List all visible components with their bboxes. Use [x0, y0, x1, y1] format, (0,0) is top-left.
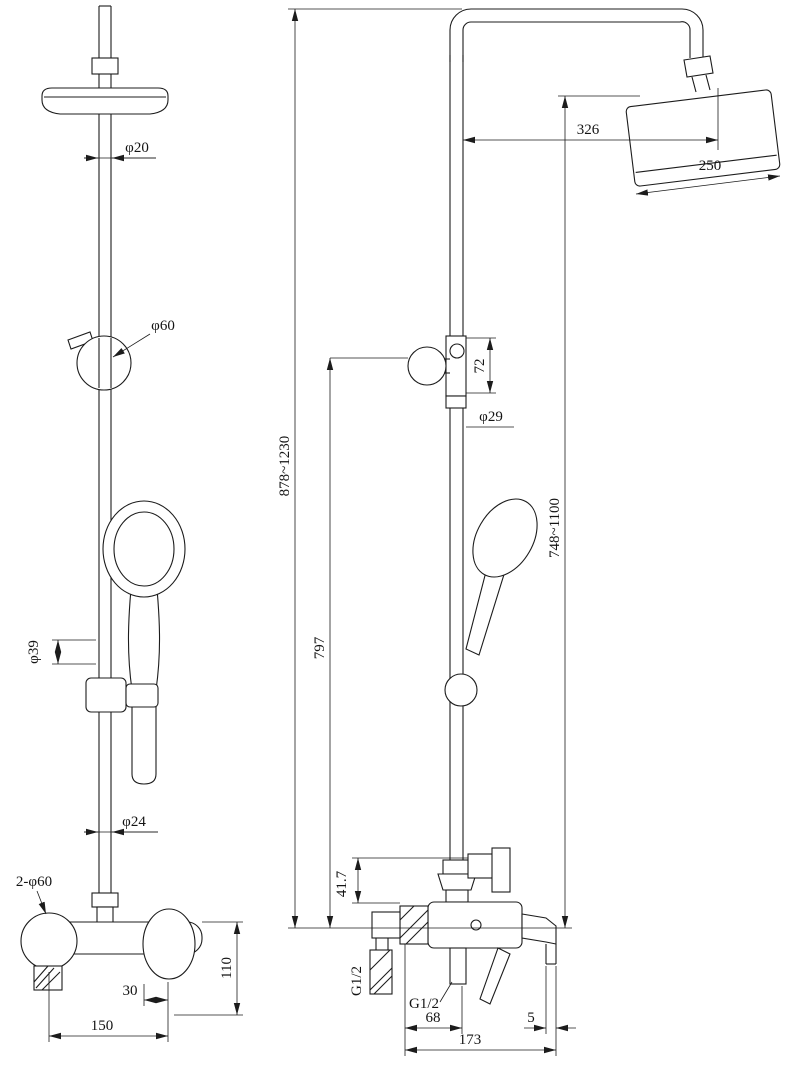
- dim-label-g12-bottom: G1/2: [409, 996, 439, 1012]
- lower-inlet: [369, 938, 393, 995]
- front-arm-nut: [91, 57, 119, 75]
- dim-label-110: 110: [219, 957, 235, 979]
- front-riser-pipe: [98, 5, 112, 893]
- wall-inlet-stub: [371, 911, 401, 939]
- mixer-spout-side: [521, 913, 557, 965]
- dim-label-2phi60: 2-φ60: [16, 874, 52, 890]
- side-riser-pipe: [449, 8, 704, 862]
- dim-label-878-1230: 878~1230: [277, 436, 293, 497]
- front-hand-shower: [102, 500, 186, 785]
- wall-inlet-nut: [399, 905, 429, 945]
- dim-label-250: 250: [699, 158, 722, 174]
- hand-shower-handle-front: [127, 559, 161, 785]
- dim-label-797: 797: [312, 636, 328, 659]
- hand-shower-head-front: [102, 500, 186, 598]
- mixer-spout-front: [33, 965, 63, 991]
- diverter-body-front: [76, 335, 132, 391]
- dim-label-173: 173: [459, 1032, 482, 1048]
- dim-label-phi29: φ29: [479, 409, 503, 425]
- dim-label-30: 30: [123, 983, 138, 999]
- front-slider-bracket: [85, 677, 159, 713]
- side-hand-shower: [444, 498, 538, 707]
- dim-label-phi39: φ39: [26, 640, 42, 664]
- diverter-knob-side: [407, 346, 447, 386]
- dim-label-g12-wall: G1/2: [349, 966, 365, 996]
- dim-label-748-1100: 748~1100: [547, 498, 563, 558]
- front-mixer: [20, 892, 203, 991]
- front-dimensions: φ20 φ60 φ39 φ24 2-φ60 110 30: [16, 140, 243, 1042]
- dim-label-phi60: φ60: [151, 318, 175, 334]
- side-view: 326 250 72 φ29 878~1230 797 748~1100: [277, 8, 781, 1056]
- dim-label-phi24: φ24: [122, 814, 146, 830]
- mixer-inlet-nut-front: [91, 892, 119, 908]
- front-view: φ20 φ60 φ39 φ24 2-φ60 110 30: [16, 5, 243, 1042]
- wall-flange-front: [20, 912, 78, 970]
- mixer-outlet-stub: [449, 947, 467, 985]
- side-diverter: [407, 335, 467, 409]
- dim-label-5: 5: [527, 1010, 535, 1026]
- side-mixer: [369, 847, 557, 1005]
- wall-bracket-side: [467, 853, 497, 879]
- front-overhead-shower: [41, 87, 169, 115]
- dim-label-326: 326: [577, 122, 600, 138]
- side-dimensions: 326 250 72 φ29 878~1230 797 748~1100: [277, 8, 781, 1056]
- mixer-handle-front: [142, 908, 196, 980]
- front-diverter: [67, 331, 132, 391]
- dim-label-phi20: φ20: [125, 140, 149, 156]
- mixer-body-side: [427, 901, 523, 949]
- dim-label-68: 68: [426, 1010, 441, 1026]
- mixer-handle-side: [479, 947, 511, 1005]
- slider-clamp-side: [444, 673, 478, 707]
- dim-label-41-7: 41.7: [334, 870, 350, 897]
- dim-label-72: 72: [472, 359, 488, 374]
- hand-shower-head-side: [472, 498, 538, 578]
- dim-label-150: 150: [91, 1018, 114, 1034]
- side-shower-arm-joint: [683, 55, 714, 93]
